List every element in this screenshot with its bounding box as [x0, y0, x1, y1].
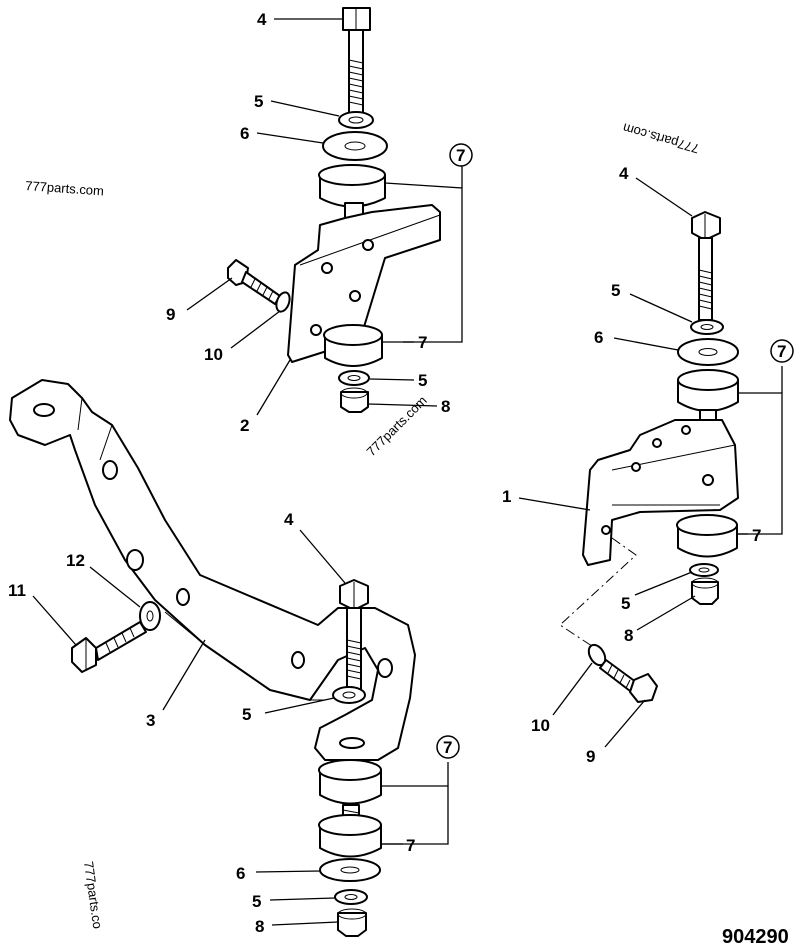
label-2: 2: [240, 416, 249, 435]
label-8-bottom: 8: [255, 917, 264, 936]
label-3: 3: [146, 711, 155, 730]
reference-number: 904290: [722, 926, 789, 948]
label-10-right: 10: [531, 716, 550, 735]
label-7-circle-top: 7: [456, 146, 465, 165]
watermark-left: 777parts.com: [25, 178, 105, 198]
bottom-mount-assembly: [318, 579, 382, 937]
label-5-top: 5: [254, 92, 263, 111]
bolt-side-top: [227, 259, 281, 305]
label-5-right: 5: [611, 281, 620, 300]
label-8-top: 8: [441, 397, 450, 416]
callout-circle-top: [449, 143, 473, 167]
label-5-right-lower: 5: [621, 594, 630, 613]
label-5-top-lower: 5: [418, 371, 427, 390]
top-mount-assembly: [227, 7, 441, 413]
watermark-center: 777parts.com: [364, 393, 430, 459]
washer-top: [338, 111, 374, 129]
label-6-right: 6: [594, 328, 603, 347]
right-mount-assembly: [559, 211, 739, 703]
washer-top-lower: [338, 370, 370, 386]
label-4-right: 4: [619, 164, 629, 183]
label-11: 11: [8, 581, 26, 600]
support-arm-3: [9, 379, 416, 761]
label-1: 1: [502, 487, 511, 506]
nut-top: [340, 391, 369, 413]
bracket-plate-2: [287, 204, 441, 363]
label-5-bottom: 5: [242, 705, 251, 724]
flat-washer-top: [322, 131, 388, 161]
bolt-arm: [71, 621, 147, 673]
bolt-top: [342, 7, 371, 116]
label-7-top: 7: [418, 333, 427, 352]
label-5-bottom-lower: 5: [252, 892, 261, 911]
callout-circle-right: [770, 339, 794, 363]
leader-lines: [32, 18, 783, 926]
label-6-top: 6: [240, 124, 249, 143]
label-8-right: 8: [624, 626, 633, 645]
label-9-right: 9: [586, 747, 595, 766]
label-4-top: 4: [257, 10, 267, 29]
watermark-right: 777parts.com: [621, 120, 701, 156]
label-7-circle-right: 7: [777, 342, 786, 361]
label-6-bottom: 6: [236, 864, 245, 883]
callout-circle-bottom: [436, 735, 460, 759]
label-10-top: 10: [204, 345, 223, 364]
label-9-top: 9: [166, 305, 175, 324]
label-7-circle-bottom: 7: [443, 738, 452, 757]
label-7-bottom: 7: [406, 836, 415, 855]
washer-arm: [139, 601, 161, 631]
part-labels: 4 5 6 7 7 5 8 9 10 2 12 11 3 4 5 7 7 6 5…: [8, 10, 786, 936]
label-12: 12: [66, 551, 85, 570]
label-7-right: 7: [752, 526, 761, 545]
rubber-mount-lower-top: [323, 324, 383, 367]
label-4-bottom: 4: [284, 510, 294, 529]
watermark-bottom: 777parts.co: [81, 860, 105, 929]
